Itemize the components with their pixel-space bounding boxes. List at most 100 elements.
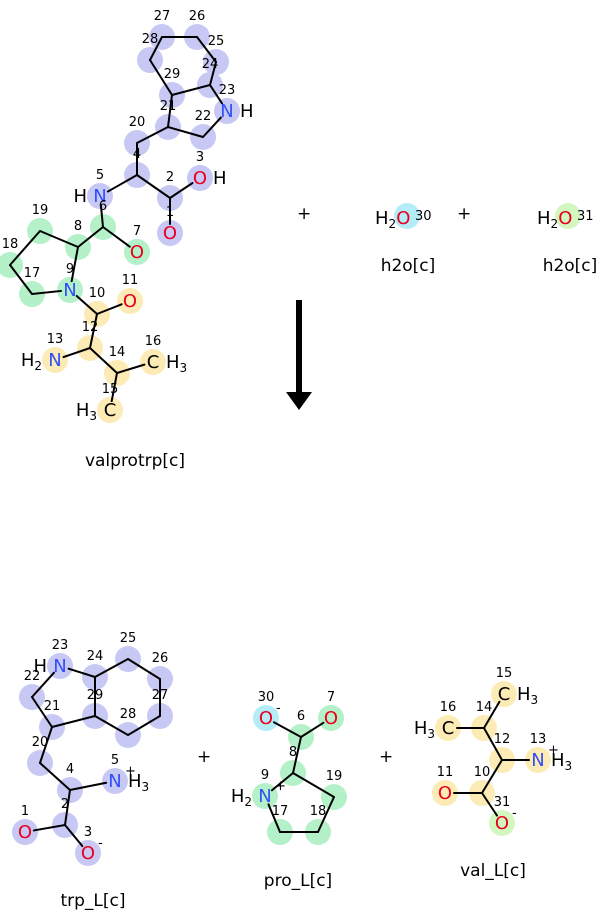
atom-symbol-1: O [18, 822, 32, 843]
atom-symbol-30: O [259, 708, 273, 729]
atom-index-20: 20 [32, 735, 49, 750]
atom-symbol-9: N [258, 786, 271, 807]
atom-index-14: 14 [476, 700, 493, 715]
h2o-a-o: O [396, 208, 410, 229]
atom-index-6: 6 [99, 199, 107, 214]
atom-hydrogen-13: H2 [21, 350, 42, 373]
atom-index-31: 31 [494, 795, 511, 810]
atom-hydrogen-23: H [240, 101, 254, 122]
bond-25-24 [209, 61, 217, 86]
atom-index-30: 30 [258, 690, 275, 705]
bond-19-18 [317, 796, 335, 833]
atom-index-4: 4 [66, 762, 74, 777]
atom-index-28: 28 [142, 32, 159, 47]
atom-index-10: 10 [474, 765, 491, 780]
bond-30-6 [272, 721, 302, 738]
atom-highlight-7 [124, 239, 150, 265]
atom-symbol-23: N [220, 101, 233, 122]
bond-22-21 [167, 126, 204, 138]
atom-highlight-11 [432, 780, 458, 806]
atom-hydrogen-13: H3 [551, 750, 572, 773]
atom-highlight-1 [12, 819, 38, 845]
bond-28-29 [94, 715, 129, 736]
atom-hydrogen-16: H3 [414, 718, 435, 741]
atom-highlight-15 [491, 681, 517, 707]
atom-hydrogen-23: H [33, 656, 47, 677]
bond-6-7 [300, 721, 325, 738]
atom-index-9: 9 [261, 768, 269, 783]
atom-index-11: 11 [437, 765, 454, 780]
atom-highlight-5 [87, 183, 113, 209]
atom-hydrogen-5: H [73, 186, 87, 207]
atom-symbol-31: O [495, 813, 509, 834]
bond-4-2 [136, 174, 171, 199]
atom-index-13: 13 [47, 332, 64, 347]
reaction-arrow [286, 300, 312, 410]
atom-hydrogen-15: H3 [517, 684, 538, 707]
atom-index-18: 18 [310, 804, 327, 819]
atom-index-21: 21 [44, 699, 61, 714]
atom-index-7: 7 [133, 224, 141, 239]
atom-hydrogen-9: H2 [231, 786, 252, 809]
atom-symbol-13: N [531, 750, 544, 771]
bond-27-28 [149, 36, 163, 61]
atom-symbol-11: O [438, 783, 452, 804]
atom-index-17: 17 [272, 804, 289, 819]
molecule-h2o-a: H2O 30 [375, 203, 432, 231]
atom-index-22: 22 [24, 669, 41, 684]
molecule-label-h2o-b: h2o[c] [543, 256, 598, 276]
bond-12-10 [481, 759, 503, 794]
atom-index-28: 28 [120, 707, 137, 722]
bond-24-29 [171, 84, 211, 96]
bond-9-8 [70, 246, 79, 283]
atom-charge-30: - [276, 701, 281, 716]
atom-symbol-11: O [123, 291, 137, 312]
atom-index-26: 26 [189, 9, 206, 24]
bond-23-22 [31, 671, 55, 698]
atom-highlight-11 [117, 288, 143, 314]
atom-index-21: 21 [160, 99, 177, 114]
atom-highlight-18 [0, 252, 23, 278]
atom-index-9: 9 [66, 262, 74, 277]
bond-6-7 [102, 226, 131, 248]
bond-5-6 [99, 203, 104, 228]
atom-index-23: 23 [52, 638, 69, 653]
bond-21-20 [39, 726, 53, 764]
plus-operator: + [379, 747, 393, 767]
atom-symbol-7: O [130, 242, 144, 263]
h2o-b-formula: H2O [537, 208, 572, 231]
atom-hydrogen-5: H3 [128, 771, 149, 794]
bond-4-5 [106, 174, 138, 193]
atom-index-2: 2 [166, 170, 174, 185]
atom-highlight-13 [525, 747, 551, 773]
bond-24-23 [67, 667, 96, 678]
bond-4-5 [69, 781, 108, 791]
atom-index-16: 16 [440, 700, 457, 715]
atom-hydrogen-15: H3 [76, 400, 97, 423]
atom-index-22: 22 [195, 109, 212, 124]
h2o-b-o: O [558, 208, 572, 229]
bond-14-16 [116, 363, 146, 374]
atom-highlight [555, 203, 581, 229]
bond-24-23 [209, 84, 224, 105]
atom-index-4: 4 [133, 147, 141, 162]
atom-highlight-3 [187, 165, 213, 191]
bond-8-19 [39, 230, 79, 248]
atom-index-25: 25 [120, 631, 137, 646]
molecule-label-valprotrp: valprotrp[c] [85, 451, 185, 471]
bond-9-10 [75, 294, 98, 315]
bond-6-8 [292, 736, 302, 774]
bond-8-9 [270, 772, 294, 792]
atom-index-7: 7 [327, 690, 335, 705]
atom-charge-9: + [275, 779, 286, 794]
atom-symbol-15: C [104, 400, 117, 421]
atom-symbol-9: N [63, 280, 76, 301]
bond-21-20 [136, 126, 169, 144]
atom-charge-13: + [548, 743, 559, 758]
atom-charge-5: + [125, 764, 136, 779]
atom-index-1: 1 [166, 205, 174, 220]
molecule-label-trp-l: trp_L[c] [60, 891, 125, 910]
atom-highlight-7 [318, 705, 344, 731]
